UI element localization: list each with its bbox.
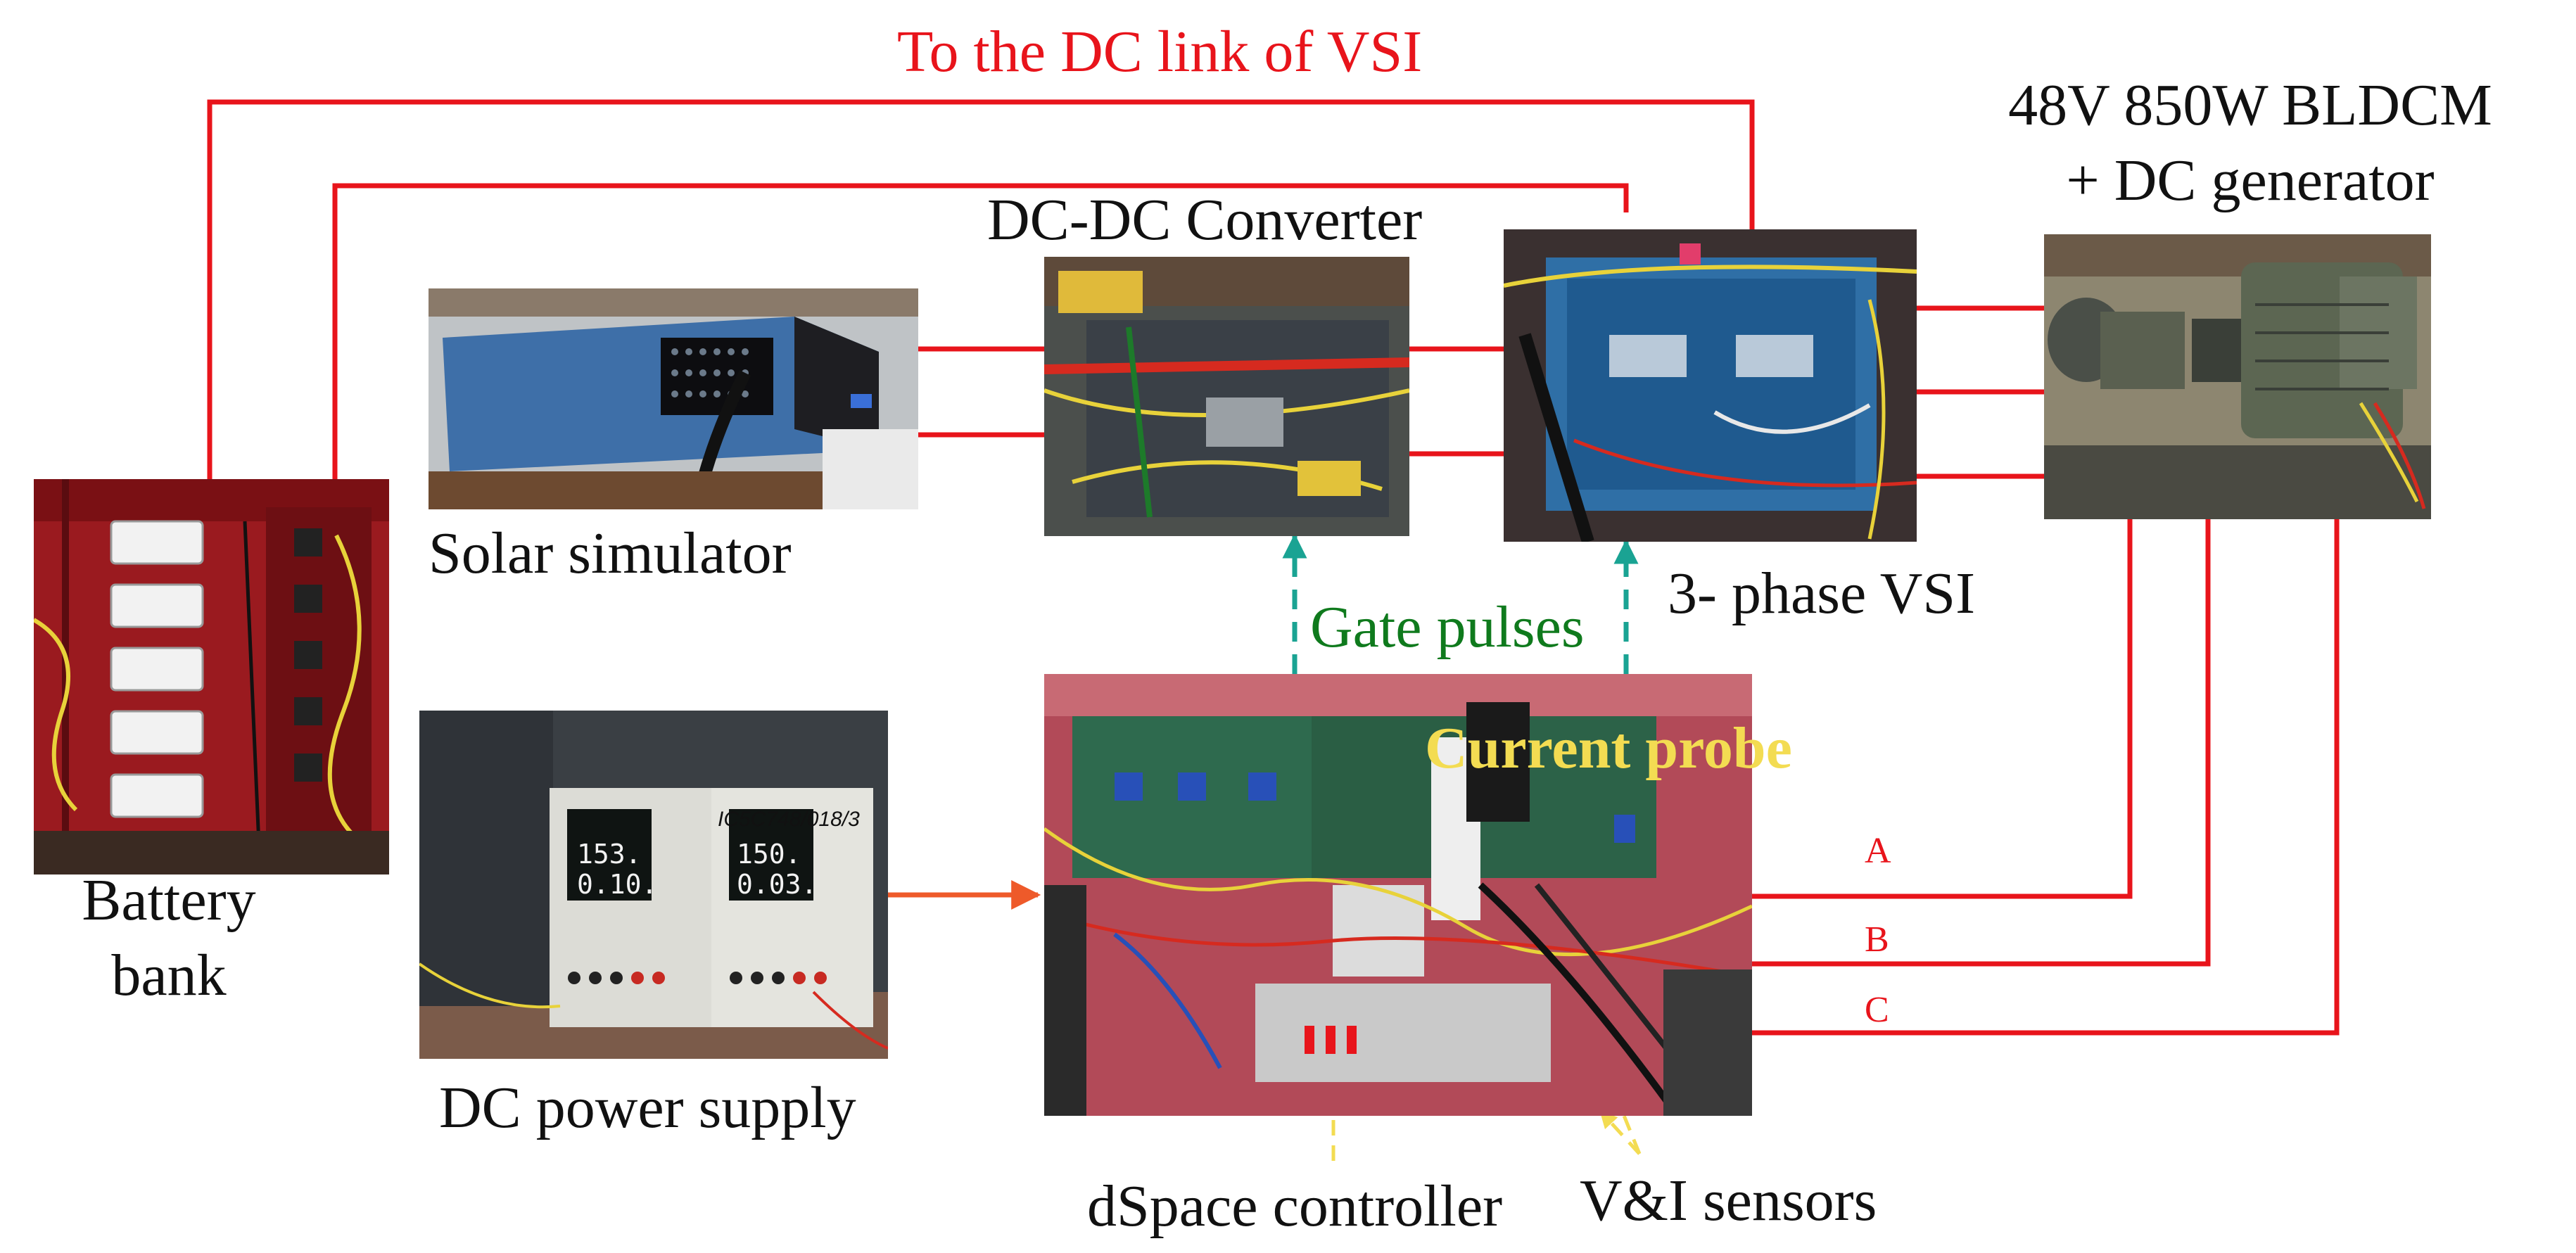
motor-label-line1: 48V 850W BLDCM [2008,72,2492,138]
dc-dc-converter-photo [1044,257,1409,536]
dc-link-label: To the DC link of VSI [897,19,1423,84]
bldc-motor-generator-photo [2044,234,2431,519]
motor-label-line2: + DC generator [2066,148,2435,213]
dc-power-supply-photo [419,711,888,1059]
phase-c-wire [1752,519,2340,1036]
dc-link-wire-outer [207,99,1755,479]
phase-a-wire [1752,519,2133,899]
solar-simulator-label: Solar simulator [429,521,792,586]
gate-pulses-label: Gate pulses [1310,594,1585,660]
three-phase-vsi-label: 3- phase VSI [1668,561,1976,626]
phase-c-label: C [1865,990,1889,1030]
vi-sensors-label: V&I sensors [1580,1168,1877,1233]
supply-left-current-display: 0.10. [577,869,658,900]
supply-right-current-display: 0.03. [737,869,818,900]
dc-link-wire-inner [332,183,1629,479]
supply-asset-tag: IC5C748/018/3 [718,808,860,831]
battery-bank-label-line1: Battery [82,867,256,933]
phase-b-label: B [1865,920,1889,960]
supply-right-voltage-display: 150. [737,839,801,870]
dc-power-supply-label: DC power supply [439,1075,856,1140]
dspace-controller-label: dSpace controller [1087,1174,1503,1239]
supply-left-voltage-display: 153. [577,839,642,870]
phase-a-label: A [1865,831,1891,871]
phase-b-wire [1752,519,2211,967]
solar-simulator-photo [429,288,918,509]
battery-bank-photo [34,479,389,874]
sensor-pointer-arrow-2 [1599,1110,1641,1155]
three-phase-vsi-photo [1504,229,1917,542]
battery-bank-label-line2: bank [111,943,227,1008]
current-probe-label: Current probe [1425,715,1792,781]
dspace-controller-photo [1044,674,1752,1116]
dc-dc-converter-label: DC-DC Converter [987,187,1423,253]
